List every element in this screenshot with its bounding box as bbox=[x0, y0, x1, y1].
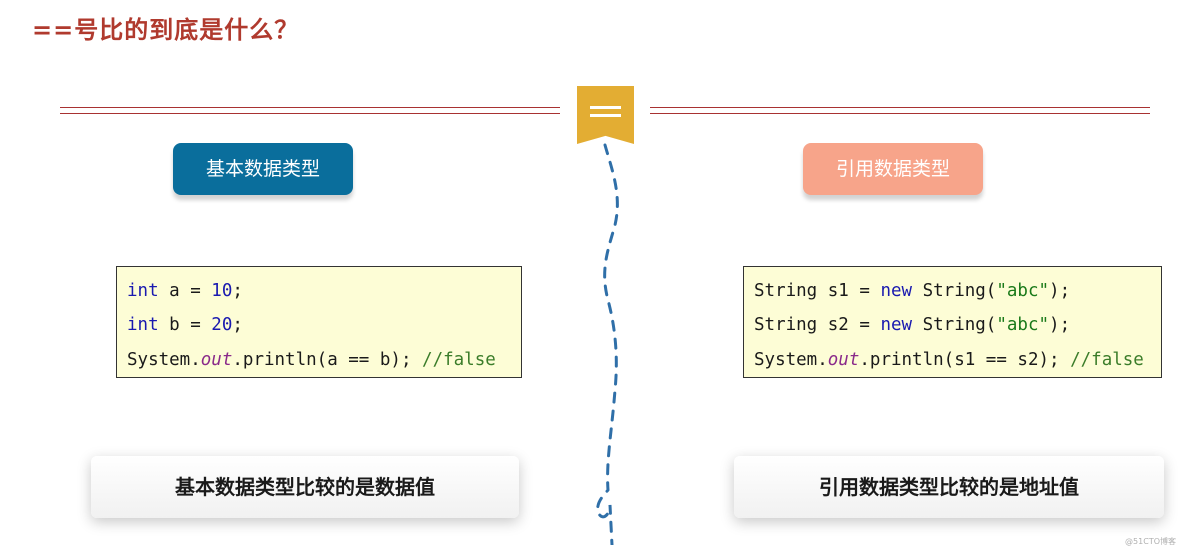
reference-code-block: String s1 = new String("abc"); String s2… bbox=[743, 266, 1162, 378]
code-line: String s1 = new String("abc"); bbox=[754, 281, 1071, 301]
code-line: System.out.println(a == b); //false bbox=[127, 350, 496, 370]
rule-left-bottom bbox=[60, 113, 560, 114]
code-line: System.out.println(s1 == s2); //false bbox=[754, 350, 1144, 370]
basic-code-block: int a = 10; int b = 20; System.out.print… bbox=[116, 266, 522, 378]
page-title: ==号比的到底是什么？ bbox=[32, 16, 300, 44]
rule-right-top bbox=[650, 107, 1150, 108]
code-line: int a = 10; bbox=[127, 281, 243, 301]
rule-right-bottom bbox=[650, 113, 1150, 114]
basic-type-label: 基本数据类型 bbox=[173, 143, 353, 195]
dashed-divider bbox=[596, 143, 619, 545]
watermark: @51CTO博客 bbox=[1125, 537, 1176, 546]
code-line: int b = 20; bbox=[127, 315, 243, 335]
rule-left-top bbox=[60, 107, 560, 108]
code-line: String s2 = new String("abc"); bbox=[754, 315, 1071, 335]
reference-summary-card: 引用数据类型比较的是地址值 bbox=[734, 456, 1164, 518]
basic-summary-card: 基本数据类型比较的是数据值 bbox=[91, 456, 519, 518]
reference-type-label: 引用数据类型 bbox=[803, 143, 983, 195]
bookmark-icon bbox=[577, 86, 634, 144]
